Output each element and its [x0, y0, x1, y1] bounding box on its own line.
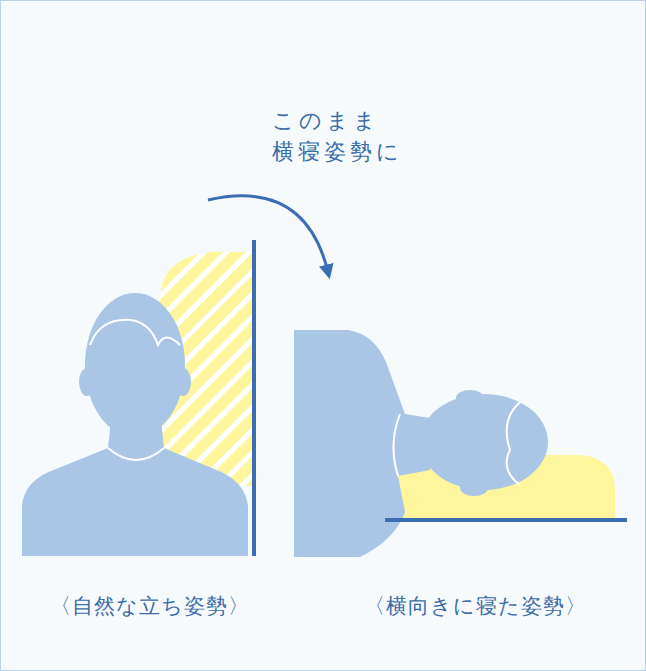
hair-line [507, 402, 520, 485]
posture-label: 〈自然な立ち姿勢〉 [20, 593, 280, 620]
collar [108, 448, 164, 460]
cut-edge [292, 328, 294, 557]
rotate-arrow [208, 196, 328, 272]
hair-line [90, 320, 180, 345]
wall [252, 240, 256, 556]
lying-person [293, 330, 548, 557]
standing-person [22, 293, 248, 556]
arrow-caption: このまま 横寝姿勢に [272, 106, 492, 168]
bed-line [385, 518, 627, 522]
collar [393, 414, 400, 476]
posture-label: 〈横向きに寝た姿勢〉 [330, 593, 620, 620]
